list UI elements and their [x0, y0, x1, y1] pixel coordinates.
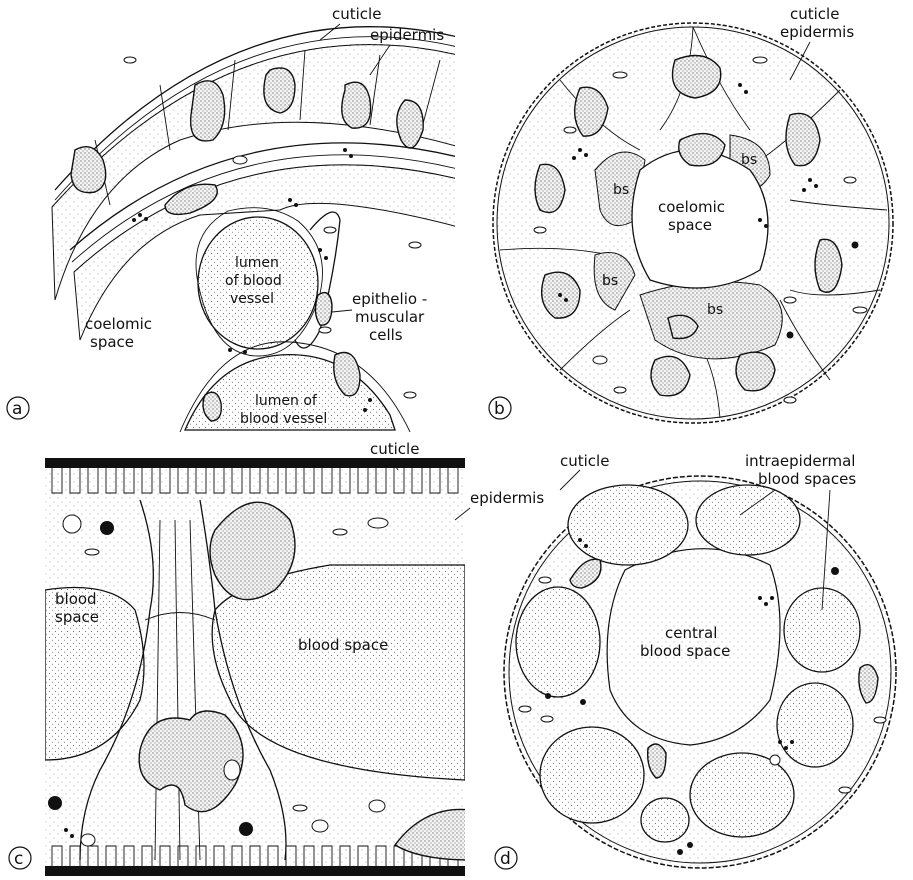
label-coelomic: coelomic [85, 315, 152, 333]
label-central-blood-space: blood space [640, 642, 730, 660]
panel-d-letter: d [495, 847, 517, 869]
svg-text:d: d [500, 849, 511, 869]
svg-text:a: a [12, 399, 22, 419]
label-blood-space: blood space [298, 636, 388, 654]
label-lumen-3: vessel [230, 291, 274, 307]
blood-space [784, 588, 860, 672]
label-blood: blood [55, 590, 97, 608]
label-lumen2-2: blood vessel [240, 411, 327, 427]
label-epidermis: epidermis [370, 26, 444, 44]
label-space: space [90, 333, 134, 351]
label-bs: bs [707, 302, 723, 318]
blood-space [690, 753, 794, 837]
label-epidermis: epidermis [470, 489, 544, 507]
blood-space [641, 798, 689, 842]
label-cuticle: cuticle [332, 5, 381, 23]
label-epithelio: epithelio - [352, 290, 427, 308]
label-blood-spaces: blood spaces [758, 470, 856, 488]
panel-d: cuticle intraepidermal blood spaces cent… [504, 452, 896, 868]
label-lumen-2: of blood [225, 273, 282, 289]
panel-b: cuticle epidermis coelomic space bs bs b… [493, 5, 893, 423]
blood-space [777, 683, 853, 767]
label-space: space [55, 608, 99, 626]
nucleus [342, 82, 371, 128]
blood-space [568, 485, 688, 565]
nucleus [264, 68, 295, 113]
label-muscular: muscular [355, 308, 425, 326]
blood-space [696, 485, 800, 555]
label-cuticle: cuticle [560, 452, 609, 470]
panel-a-letter: a [7, 397, 29, 419]
label-cuticle: cuticle [370, 440, 419, 458]
label-bs: bs [602, 273, 618, 289]
svg-text:b: b [494, 399, 505, 419]
panel-b-letter: b [489, 397, 511, 419]
label-lumen-1: lumen [235, 255, 279, 271]
panel-c-letter: c [9, 847, 31, 869]
label-epidermis: epidermis [780, 23, 854, 41]
label-cells: cells [369, 326, 403, 344]
nucleus [191, 81, 225, 141]
label-intraepidermal: intraepidermal [745, 452, 855, 470]
blood-space [516, 587, 600, 697]
nucleus [397, 100, 423, 148]
nucleus [315, 293, 332, 326]
panel-c: blood space blood space [45, 458, 470, 876]
label-central: central [665, 624, 717, 642]
label-bs: bs [741, 152, 757, 168]
label-bs: bs [613, 182, 629, 198]
blood-space [540, 727, 644, 823]
label-space: space [668, 216, 712, 234]
label-lumen2-1: lumen of [255, 393, 318, 409]
label-cuticle: cuticle [790, 5, 839, 23]
svg-text:c: c [14, 849, 23, 869]
panel-a: cuticle epidermis lumen of blood vessel … [52, 5, 470, 432]
label-coelomic: coelomic [658, 198, 725, 216]
cuticle-layer [45, 458, 465, 468]
nucleus [673, 56, 721, 99]
